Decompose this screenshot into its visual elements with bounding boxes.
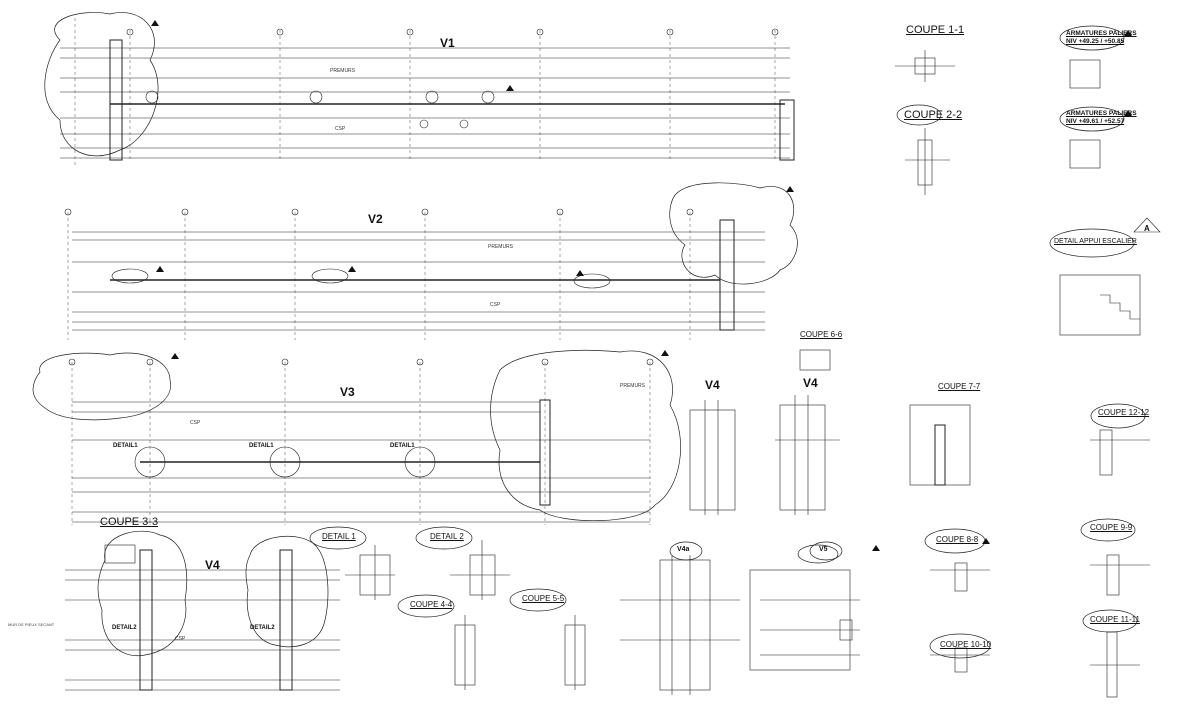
title-coupe-3-3: COUPE 3-3 xyxy=(100,516,159,528)
beam-v3-drawing xyxy=(32,349,681,525)
label-csp-v3: CSP xyxy=(190,420,201,426)
beam-v4-side-drawing xyxy=(689,395,840,515)
label-mur-pieux: MUR DE PIEUX SECANT xyxy=(8,622,55,627)
title-coupe-1-1: COUPE 1-1 xyxy=(906,24,965,36)
title-coupe-4-4: COUPE 4-4 xyxy=(410,600,453,609)
beam-label-v5: V5 xyxy=(819,546,828,553)
detail2-callout-b: DETAIL2 xyxy=(250,625,275,631)
beam-label-v2: V2 xyxy=(368,212,383,226)
paliers-2-title: ARMATURES PALIERS xyxy=(1066,110,1137,117)
paliers-1-title: ARMATURES PALIERS xyxy=(1066,30,1137,37)
label-premurs-v3: PREMURS xyxy=(620,383,646,389)
revision-marker-a: A xyxy=(1144,224,1150,233)
beam-label-v1: V1 xyxy=(440,36,455,50)
section-drawings xyxy=(799,50,1161,698)
beam-label-v4-right: V4 xyxy=(803,376,818,390)
detail1-callout-a: DETAIL1 xyxy=(113,443,138,449)
title-coupe-12-12: COUPE 12-12 xyxy=(1098,408,1150,417)
detail2-callout-a: DETAIL2 xyxy=(112,625,137,631)
beam-label-v4a: V4a xyxy=(677,546,690,553)
title-coupe-6-6: COUPE 6-6 xyxy=(800,330,843,339)
title-coupe-9-9: COUPE 9-9 xyxy=(1090,523,1133,532)
title-detail-1: DETAIL 1 xyxy=(322,532,356,541)
title-coupe-2-2: COUPE 2-2 xyxy=(904,109,963,121)
beam-label-v3: V3 xyxy=(340,385,355,399)
title-detail-2: DETAIL 2 xyxy=(430,532,464,541)
title-clouds xyxy=(309,25,1146,659)
paliers-2-level: NIV +49.61 / +52.57 xyxy=(1066,118,1125,125)
beam-label-v4-bottom: V4 xyxy=(205,558,220,572)
title-coupe-7-7: COUPE 7-7 xyxy=(938,382,981,391)
paliers-1-level: NIV +49.25 / +50.85 xyxy=(1066,38,1125,45)
beam-v4-bottom-drawing xyxy=(65,530,340,691)
label-csp-v4: CSP xyxy=(175,636,186,642)
beam-v2-drawing xyxy=(64,182,798,340)
detail1-callout-c: DETAIL1 xyxy=(390,443,415,449)
label-csp-v1: CSP xyxy=(335,126,346,132)
beam-v4a-v5-drawing xyxy=(620,555,860,695)
label-premurs-v1: PREMURS xyxy=(330,68,356,74)
detail1-callout-b: DETAIL1 xyxy=(249,443,274,449)
title-coupe-5-5: COUPE 5-5 xyxy=(522,594,565,603)
title-detail-appui-escalier: DETAIL APPUI ESCALIER xyxy=(1054,238,1137,245)
beam-v1-drawing xyxy=(44,12,795,165)
title-coupe-8-8: COUPE 8-8 xyxy=(936,535,979,544)
label-premurs-v2: PREMURS xyxy=(488,244,514,250)
detail-drawings xyxy=(345,540,586,690)
label-csp-v2: CSP xyxy=(490,302,501,308)
beam-label-v4-mid: V4 xyxy=(705,378,720,392)
title-coupe-11-11: COUPE 11-11 xyxy=(1090,615,1140,624)
title-coupe-10-10: COUPE 10-10 xyxy=(940,640,992,649)
